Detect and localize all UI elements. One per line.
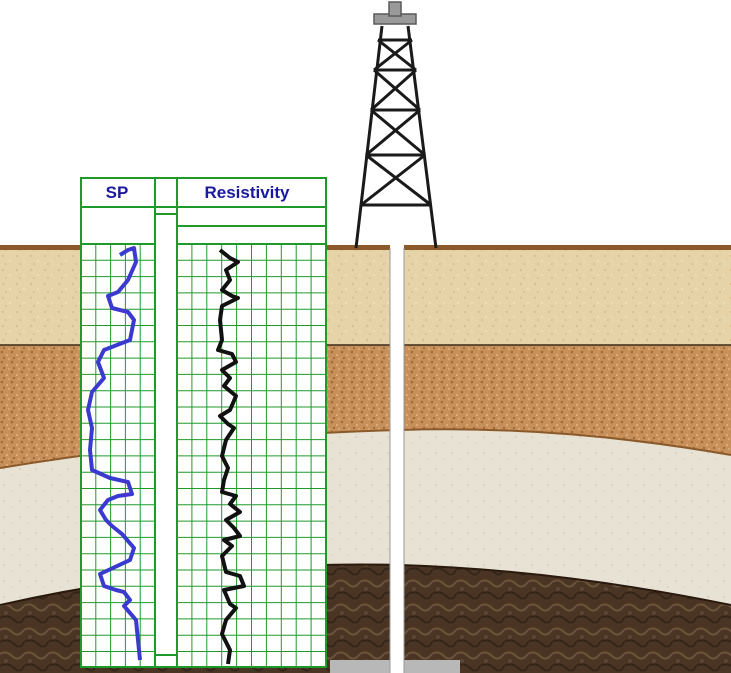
sp-curve — [86, 246, 142, 661]
resistivity-track-grid — [177, 244, 326, 667]
log-panel-background — [80, 177, 327, 668]
oil-derrick-icon — [354, 1, 438, 249]
borehole — [390, 240, 404, 673]
resistivity-curve — [216, 248, 246, 665]
sp-track-title: SP — [106, 183, 129, 202]
resistivity-track-title: Resistivity — [204, 183, 290, 202]
ground-surface — [0, 245, 731, 250]
well-log-panel: SP Resistivity — [80, 177, 327, 668]
